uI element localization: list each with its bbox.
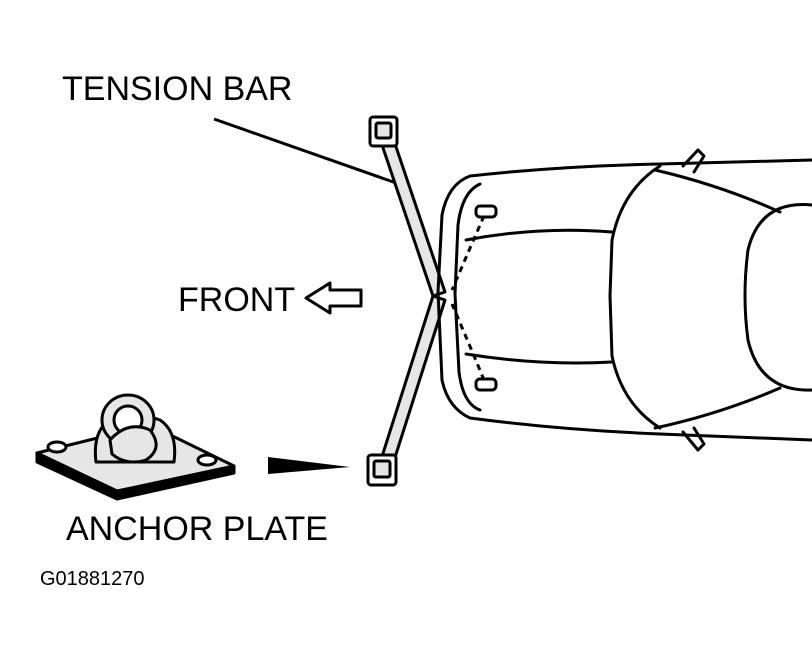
car-fender-top — [653, 168, 782, 214]
car-front — [436, 148, 812, 452]
anchor-pointer-wedge — [268, 457, 350, 474]
car-body-outline — [436, 158, 812, 442]
tension-bar-label: TENSION BAR — [62, 70, 293, 108]
tow-hook-top — [474, 204, 498, 219]
tension-bar-lower — [377, 294, 447, 472]
front-label: FRONT — [178, 281, 296, 319]
tow-hooks — [474, 204, 498, 392]
car-mirror-bottom — [681, 426, 706, 452]
car-hood-outline — [608, 164, 662, 430]
tension-bar-upper — [376, 127, 447, 298]
car-crease-bottom — [464, 352, 614, 365]
anchor-plate-link — [108, 425, 158, 464]
hidden-lines — [450, 215, 486, 381]
car-windshield — [743, 203, 812, 392]
anchor-plate-illustration — [35, 393, 236, 501]
car-mirror-top — [681, 148, 706, 174]
tension-bar-leader-line — [213, 117, 400, 186]
anchor-squares — [366, 115, 399, 487]
car-bumper-inner — [453, 182, 482, 412]
anchor-plate-bolt-left — [46, 440, 68, 454]
anchor-plate-bolt-right — [196, 453, 218, 467]
left-arrow-outline-icon — [304, 281, 363, 315]
figure-code-label: G01881270 — [40, 568, 145, 590]
car-fender-bottom — [653, 386, 782, 430]
anchor-square-bottom-inner — [372, 459, 392, 479]
hidden-line-top — [450, 215, 486, 291]
tow-hook-bottom — [474, 377, 498, 392]
car-crease-top — [464, 228, 614, 242]
anchor-plate-label: ANCHOR PLATE — [66, 510, 328, 548]
anchor-square-top-inner — [374, 121, 393, 140]
